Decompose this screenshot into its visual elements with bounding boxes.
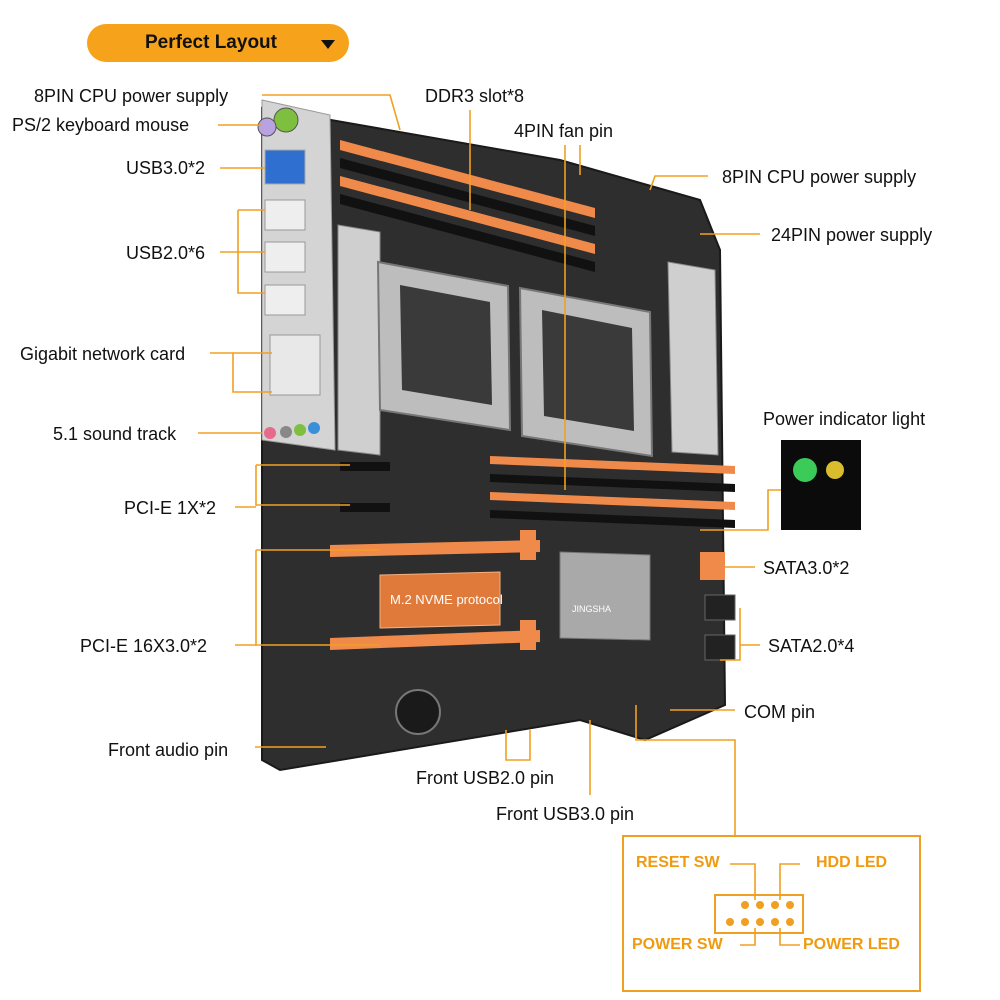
vrm-heatsink-right: [667, 261, 719, 456]
com-label: COM pin: [744, 702, 816, 722]
front-usb3-label: Front USB3.0 pin: [496, 804, 635, 824]
pcie-16x-slot: [330, 540, 540, 557]
sound-label: 5.1 sound track: [53, 424, 177, 444]
ddr3-label: DDR3 slot*8: [425, 86, 525, 106]
usb30-label: USB3.0*2: [126, 158, 206, 178]
lan-port: [269, 334, 321, 396]
cmos-battery: [395, 689, 441, 735]
pcie16x-label: PCI-E 16X3.0*2: [80, 636, 208, 656]
cpu-power-left-label: 8PIN CPU power supply: [34, 86, 229, 106]
ddr3-slots-bottom: [490, 456, 735, 528]
usb30-port: [264, 149, 306, 185]
atx24-label: 24PIN power supply: [771, 225, 933, 245]
pcie-1x-slot: [340, 462, 390, 471]
ps2-port: [273, 107, 299, 133]
sata3-port: [700, 552, 725, 580]
pcie1x-label: PCI-E 1X*2: [124, 498, 217, 518]
chipset-brand: JINGSHA: [572, 604, 612, 614]
banner-title: Perfect Layout: [145, 32, 277, 53]
usb20-port: [264, 199, 306, 231]
chevron-down-icon[interactable]: [321, 40, 335, 49]
power-sw-label: POWER SW: [632, 936, 723, 953]
power-led-label: POWER LED: [803, 936, 900, 953]
sata2-label: SATA2.0*4: [768, 636, 855, 656]
header-pins: [726, 901, 794, 926]
sata2-port: [704, 594, 736, 621]
m2-label: M.2 NVME protocol: [390, 592, 503, 607]
leader-lines: [198, 94, 781, 835]
front-usb2-label: Front USB2.0 pin: [416, 768, 555, 788]
perfect-layout-banner[interactable]: Perfect Layout: [87, 24, 349, 62]
front-audio-label: Front audio pin: [108, 740, 229, 760]
chipset-heatsink: [559, 551, 651, 641]
cpu-socket-right: [518, 286, 654, 458]
ddr3-slots-top: [340, 140, 595, 272]
cpu-power-right-label: 8PIN CPU power supply: [722, 167, 917, 187]
m2-slot: [379, 571, 501, 629]
vrm-heatsink-left: [337, 224, 381, 456]
power-light-label: Power indicator light: [763, 409, 926, 429]
usb20-label: USB2.0*6: [126, 243, 206, 263]
hdd-led-label: HDD LED: [816, 854, 888, 871]
front-panel-header: [714, 894, 804, 934]
network-label: Gigabit network card: [20, 344, 186, 364]
fan-label: 4PIN fan pin: [514, 121, 614, 141]
reset-sw-label: RESET SW: [636, 854, 720, 871]
audio-jack: [264, 427, 276, 439]
ps2-label: PS/2 keyboard mouse: [12, 115, 190, 135]
cpu-socket-left: [376, 260, 512, 432]
power-indicator-photo: [781, 440, 861, 530]
sata3-label: SATA3.0*2: [763, 558, 850, 578]
